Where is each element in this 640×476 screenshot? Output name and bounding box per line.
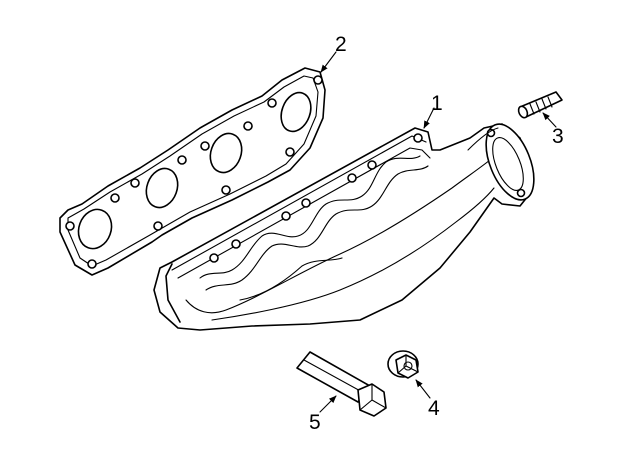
- leader-3: [542, 112, 557, 128]
- callout-1: 1: [431, 92, 443, 115]
- manifold-gasket: [59, 67, 326, 276]
- callout-3: 3: [552, 125, 564, 148]
- leader-2: [320, 51, 337, 73]
- leader-1: [423, 107, 435, 129]
- leader-5: [319, 395, 337, 413]
- flange-nut: [387, 350, 419, 379]
- callout-2: 2: [335, 33, 347, 56]
- exhaust-manifold: [153, 123, 535, 331]
- callout-4: 4: [428, 397, 440, 420]
- callout-5: 5: [309, 411, 321, 434]
- leader-lines: [319, 51, 557, 413]
- stud: [517, 91, 563, 119]
- bolt: [296, 351, 387, 417]
- leader-4: [415, 379, 431, 399]
